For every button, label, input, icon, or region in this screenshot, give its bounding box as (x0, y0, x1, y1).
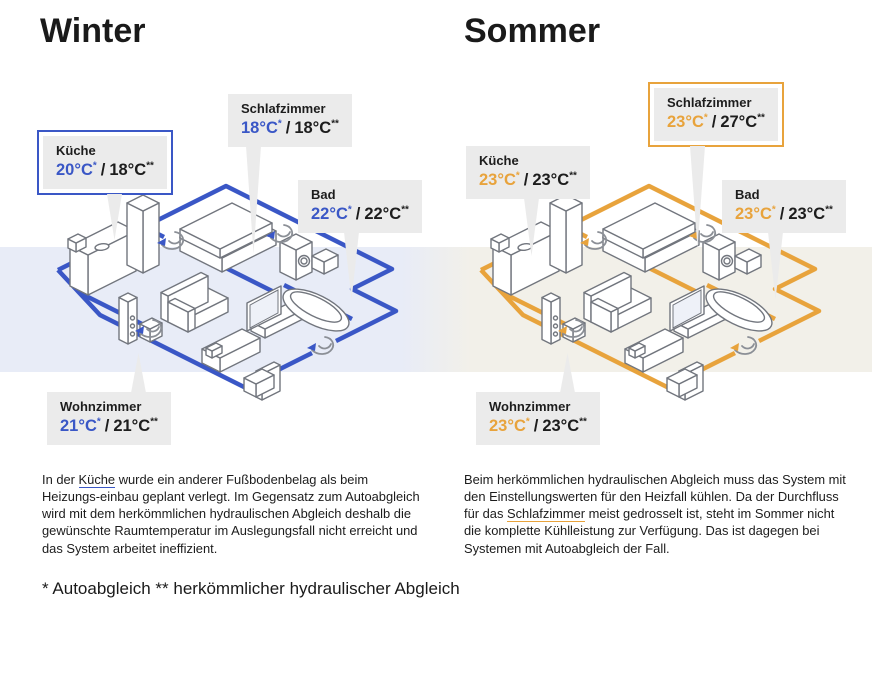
room-name: Wohnzimmer (489, 399, 571, 414)
air-flow-fan-icon (558, 319, 586, 338)
temp-separator: / (100, 161, 106, 179)
room-callout-bad: Bad 23°C*/23°C** (722, 180, 846, 300)
temp-separator: / (104, 417, 110, 435)
temp-autoabgleich: 22°C* (311, 204, 352, 223)
room-callout-kueche: Küche 23°C*/23°C** (466, 146, 590, 256)
room-temperatures: 23°C*/23°C** (489, 417, 587, 436)
temp-conventional: 27°C** (720, 112, 765, 131)
temp-separator: / (285, 119, 291, 137)
description-text: In der Küche wurde ein anderer Fußbodenb… (42, 471, 420, 557)
temp-autoabgleich: 23°C* (479, 170, 520, 189)
temp-separator: / (523, 171, 529, 189)
room-label-box: Wohnzimmer 23°C*/23°C** (476, 392, 600, 445)
callout-pointer (768, 232, 783, 300)
temp-autoabgleich: 23°C* (735, 204, 776, 223)
callout-pointer (344, 232, 359, 300)
room-link: Küche (78, 472, 116, 488)
temp-conventional: 18°C** (294, 118, 339, 137)
temp-separator: / (779, 205, 785, 223)
room-label-box: Küche 23°C*/23°C** (466, 146, 590, 199)
callout-pointer (107, 194, 122, 240)
room-callout-wohnzimmer: Wohnzimmer 23°C*/23°C** (476, 353, 600, 445)
callout-pointer (690, 146, 705, 248)
temp-conventional: 23°C** (542, 416, 587, 435)
room-temperatures: 23°C*/23°C** (735, 205, 833, 224)
callout-pointer (246, 146, 261, 254)
room-callout-schlafzimmer: Schlafzimmer 18°C*/18°C** (228, 94, 352, 254)
description-pre: Beim herkömmlichen hydraulischen Abgleic… (464, 472, 846, 522)
room-name: Schlafzimmer (241, 101, 326, 116)
room-callout-bad: Bad 22°C*/22°C** (298, 180, 422, 300)
room-label-box: Bad 23°C*/23°C** (722, 180, 846, 233)
room-label-box: Bad 22°C*/22°C** (298, 180, 422, 233)
room-temperatures: 22°C*/22°C** (311, 205, 409, 224)
season-title: Winter (40, 12, 146, 50)
description-post: wurde ein anderer Fußbodenbelag als beim… (42, 472, 420, 556)
room-callout-kueche: Küche 20°C*/18°C** (37, 130, 173, 240)
temp-autoabgleich: 23°C* (489, 416, 530, 435)
callout-pointer (560, 353, 575, 393)
air-flow-fan-icon (689, 224, 717, 243)
room-label-box: Küche 20°C*/18°C** (37, 130, 173, 195)
temp-autoabgleich: 20°C* (56, 160, 97, 179)
callout-pointer (524, 198, 539, 256)
air-flow-fan-icon (157, 231, 185, 250)
temp-separator: / (355, 205, 361, 223)
room-label-box: Schlafzimmer 18°C*/18°C** (228, 94, 352, 147)
season-title: Sommer (464, 12, 601, 50)
air-flow-fan-icon (135, 319, 163, 338)
air-flow-fan-icon (730, 336, 758, 355)
temp-conventional: 18°C** (109, 160, 154, 179)
air-flow-fan-icon (307, 336, 335, 355)
room-name: Wohnzimmer (60, 399, 142, 414)
callout-pointer (131, 353, 146, 393)
room-temperatures: 21°C*/21°C** (60, 417, 158, 436)
air-flow-fan-icon (580, 231, 608, 250)
temp-conventional: 23°C** (532, 170, 577, 189)
room-label-box: Schlafzimmer 23°C*/27°C** (648, 82, 784, 147)
apartment-floorplan-illustration (479, 183, 822, 401)
air-flow-fan-icon (266, 224, 294, 243)
room-temperatures: 18°C*/18°C** (241, 119, 339, 138)
temp-separator: / (711, 113, 717, 131)
room-temperatures: 23°C*/27°C** (667, 113, 765, 132)
room-temperatures: 20°C*/18°C** (56, 161, 154, 180)
room-name: Bad (311, 187, 336, 202)
room-link: Schlafzimmer (507, 506, 586, 523)
temp-separator: / (533, 417, 539, 435)
room-name: Küche (56, 143, 96, 158)
room-callout-wohnzimmer: Wohnzimmer 21°C*/21°C** (47, 353, 171, 445)
temp-conventional: 23°C** (788, 204, 833, 223)
temp-conventional: 21°C** (113, 416, 158, 435)
room-name: Schlafzimmer (667, 95, 752, 110)
description-pre: In der (42, 472, 79, 487)
room-temperatures: 23°C*/23°C** (479, 171, 577, 190)
description-post: meist gedrosselt ist, steht im Sommer ni… (464, 506, 835, 556)
description-text: Beim herkömmlichen hydraulischen Abgleic… (464, 471, 846, 557)
temp-autoabgleich: 18°C* (241, 118, 282, 137)
room-label-box: Wohnzimmer 21°C*/21°C** (47, 392, 171, 445)
temp-autoabgleich: 21°C* (60, 416, 101, 435)
temp-autoabgleich: 23°C* (667, 112, 708, 131)
room-name: Bad (735, 187, 760, 202)
room-name: Küche (479, 153, 519, 168)
footnote-legend: * Autoabgleich ** herkömmlicher hydrauli… (42, 579, 460, 598)
temp-conventional: 22°C** (364, 204, 409, 223)
